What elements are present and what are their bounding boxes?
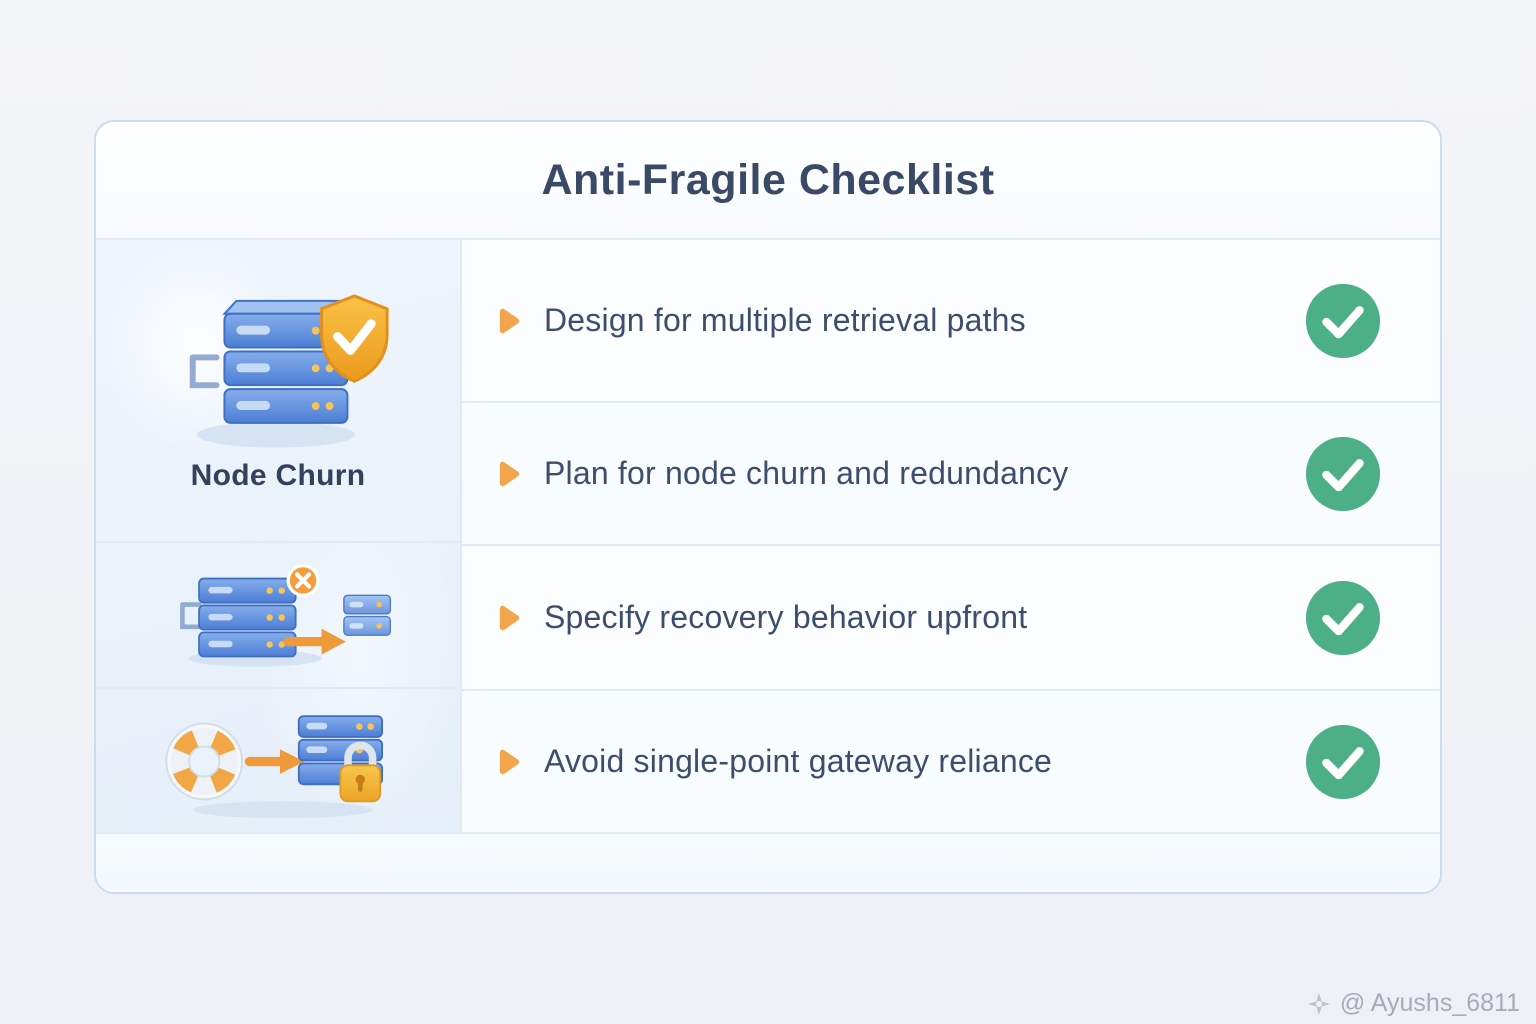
watermark: @ Ayushs_6811: [1307, 989, 1520, 1018]
checklist-items: Design for multiple retrieval paths Plan…: [462, 240, 1440, 832]
lifebuoy-lock-server-icon: [165, 715, 384, 819]
server-stack-shield-icon: [189, 294, 389, 448]
checklist-row: Design for multiple retrieval paths: [462, 240, 1440, 403]
bullet-arrow-icon: [496, 306, 522, 336]
checklist-item-label: Plan for node churn and redundancy: [544, 455, 1069, 491]
bullet-arrow-icon: [496, 747, 522, 777]
check-circle-icon: [1304, 282, 1382, 360]
card-body: Node Churn: [96, 240, 1440, 832]
page-title: Anti-Fragile Checklist: [541, 155, 995, 204]
card-footer: [96, 832, 1440, 890]
failover-section: [96, 543, 460, 689]
recovery-section: [96, 689, 460, 832]
sparkle-logo-icon: [1307, 992, 1330, 1015]
node-churn-section: Node Churn: [96, 240, 460, 543]
watermark-text: @ Ayushs_6811: [1339, 989, 1520, 1017]
checklist-row: Plan for node churn and redundancy: [462, 403, 1440, 546]
check-circle-icon: [1304, 579, 1382, 657]
illustration-column: Node Churn: [96, 240, 462, 832]
checklist-card: Anti-Fragile Checklist: [94, 120, 1442, 894]
bullet-arrow-icon: [496, 459, 522, 489]
node-churn-label: Node Churn: [190, 459, 366, 493]
checklist-item-label: Avoid single-point gateway reliance: [544, 743, 1053, 779]
checklist-item-label: Design for multiple retrieval paths: [544, 302, 1026, 338]
server-failover-icon: [180, 564, 391, 667]
checklist-row: Specify recovery behavior upfront: [462, 546, 1440, 691]
check-circle-icon: [1304, 435, 1382, 513]
checklist-row: Avoid single-point gateway reliance: [462, 691, 1440, 832]
check-circle-icon: [1304, 723, 1382, 801]
checklist-item-label: Specify recovery behavior upfront: [544, 599, 1028, 635]
bullet-arrow-icon: [496, 603, 522, 633]
card-header: Anti-Fragile Checklist: [96, 122, 1440, 240]
